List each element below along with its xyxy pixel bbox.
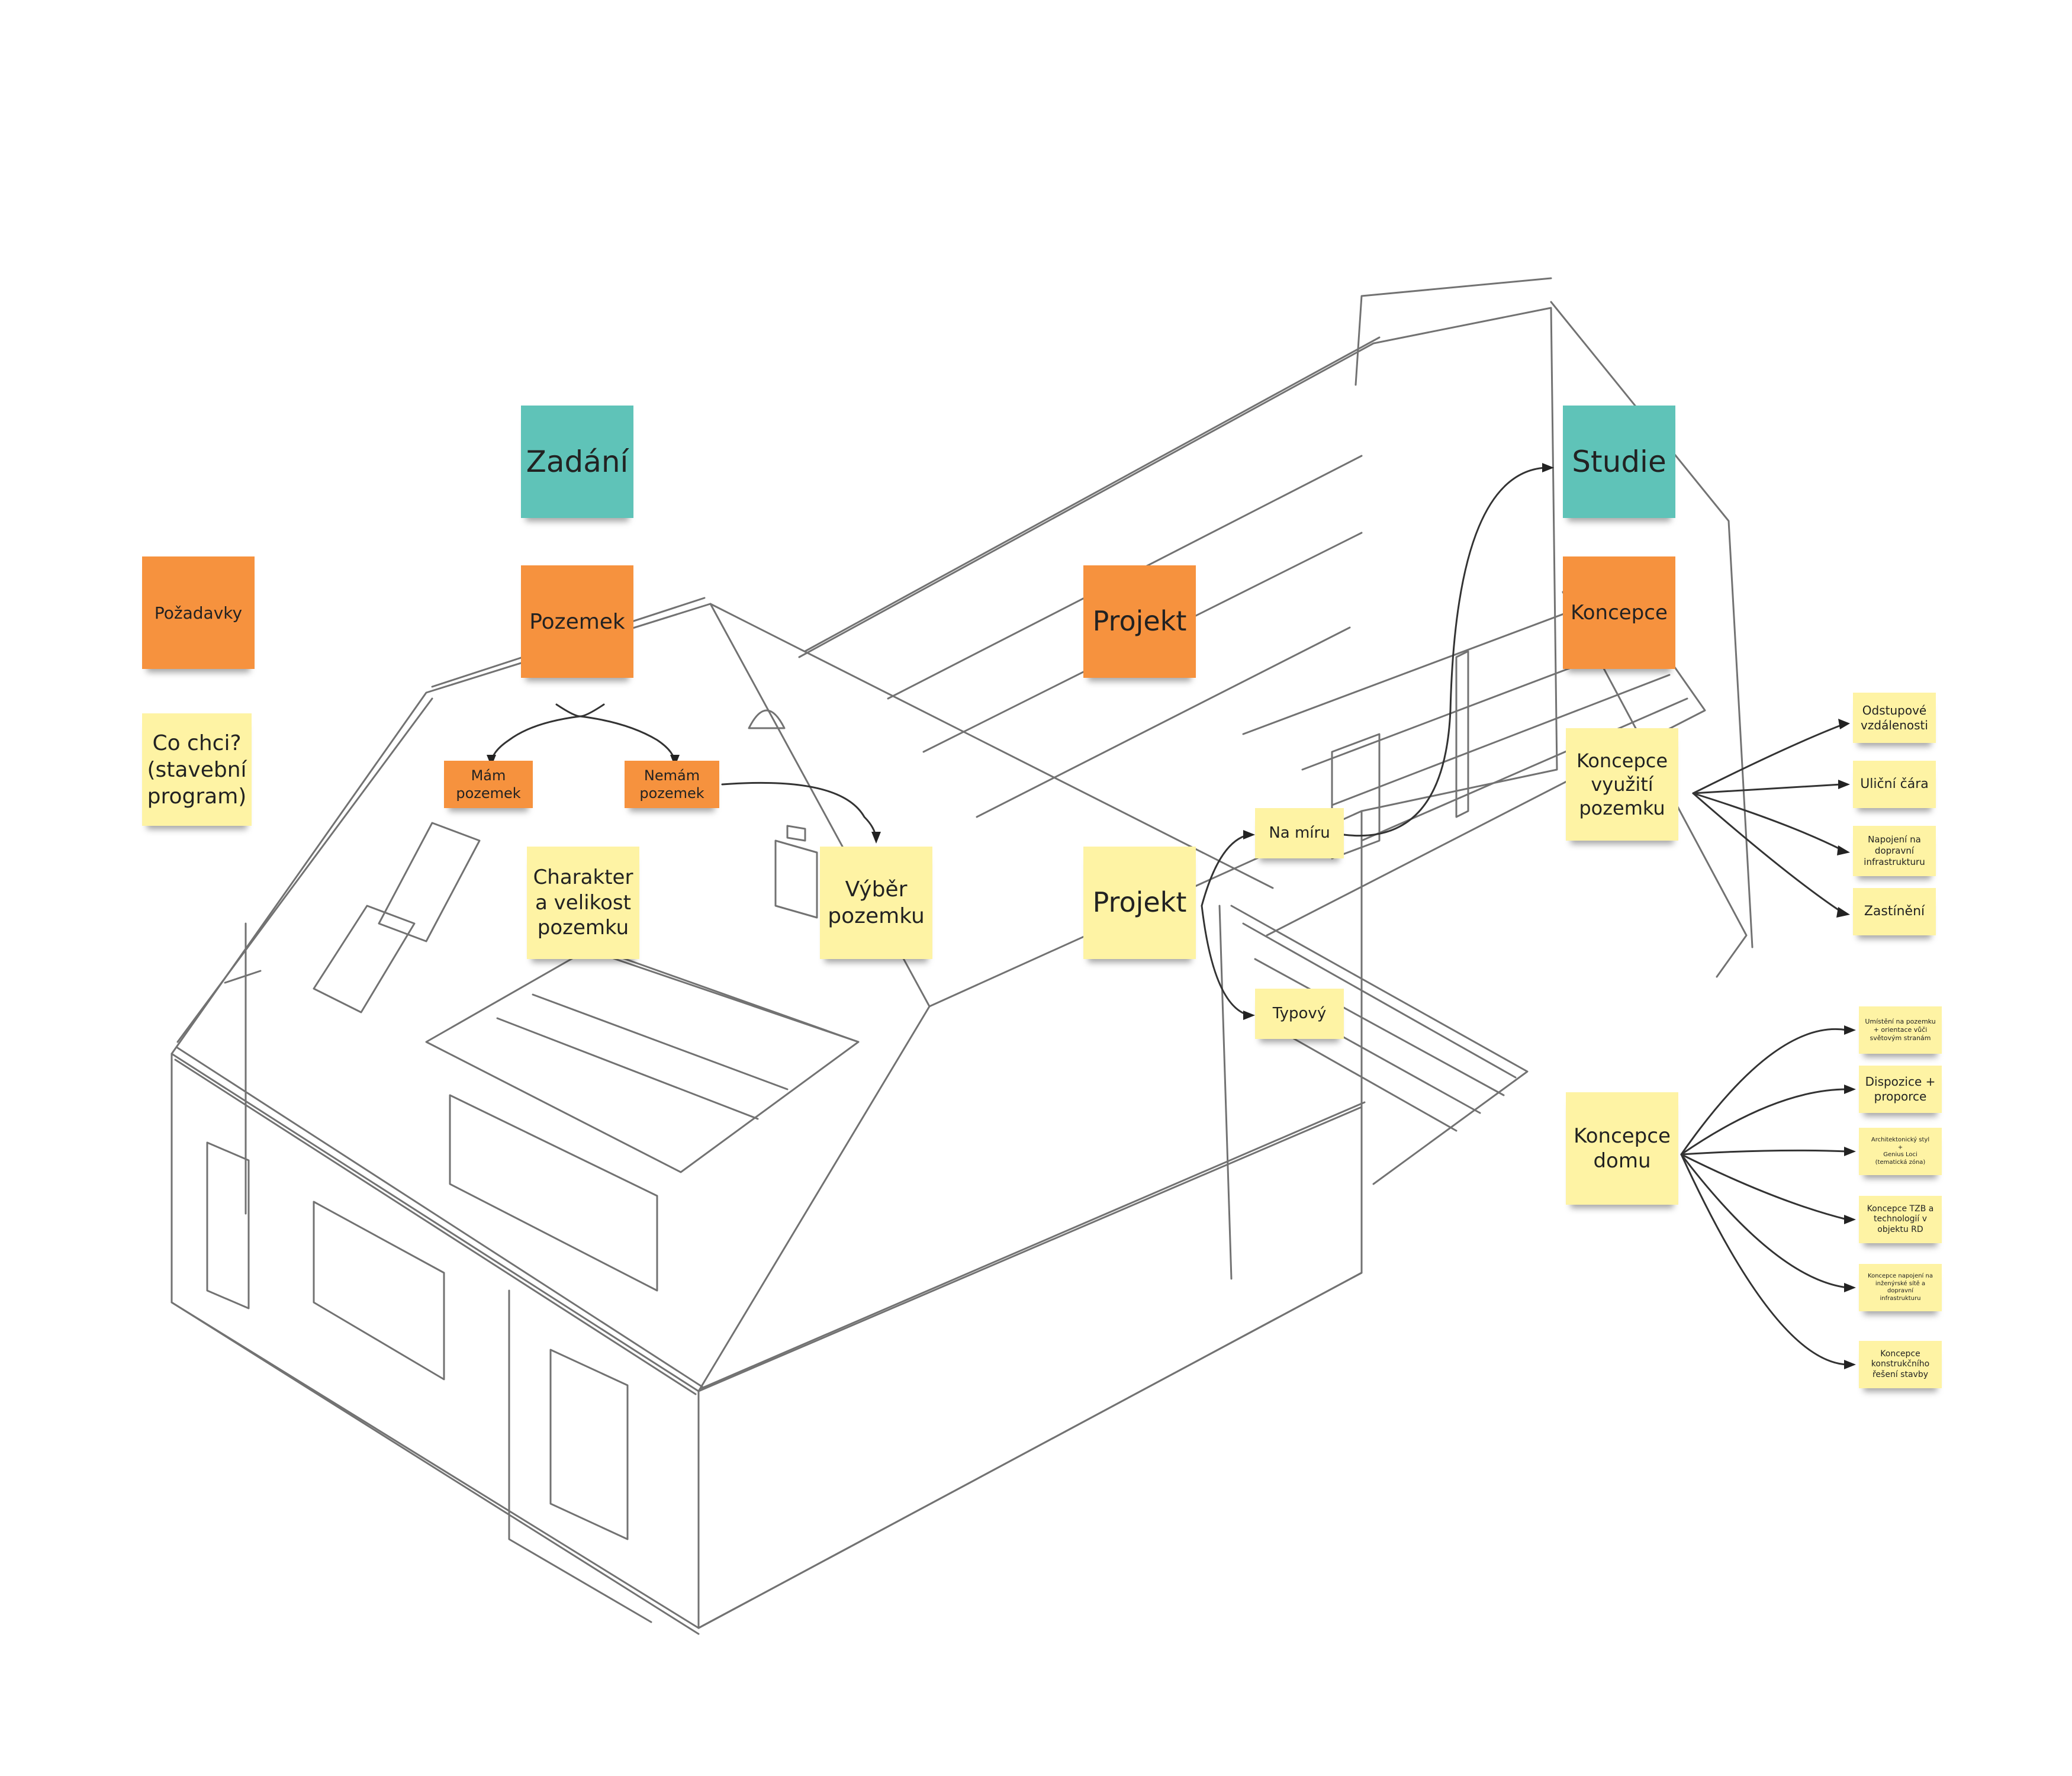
note-ulicni[interactable]: Uliční čára xyxy=(1853,761,1936,808)
note-odstupove[interactable]: Odstupové vzdálenosti xyxy=(1853,693,1936,743)
note-koncepce-vyuziti[interactable]: Koncepce využití pozemku xyxy=(1566,728,1678,841)
note-koncepce-domu[interactable]: Koncepce domu xyxy=(1566,1092,1678,1205)
connector-namiru-studie xyxy=(1343,466,1546,836)
arrowhead xyxy=(1243,830,1255,839)
note-charakter[interactable]: Charakter a velikost pozemku xyxy=(527,847,639,959)
connector-projekt-namiru xyxy=(1201,834,1250,907)
note-na-miru[interactable]: Na míru xyxy=(1255,808,1344,858)
note-zastineni[interactable]: Zastínění xyxy=(1853,888,1936,935)
note-architektonicky[interactable]: Architektonický styl + Genius Loci (tema… xyxy=(1859,1128,1942,1175)
arrowhead xyxy=(1844,1360,1856,1369)
note-mam-pozemek[interactable]: Mám pozemek xyxy=(444,761,533,808)
note-napojeni-site[interactable]: Koncepce napojení na inženýrské sítě a d… xyxy=(1859,1264,1942,1311)
connector-projekt-typovy xyxy=(1201,905,1250,1016)
connector-domu-umisteni xyxy=(1680,1028,1848,1156)
arrowhead xyxy=(1844,1085,1856,1094)
note-umisteni[interactable]: Umístění na pozemku + orientace vůči svě… xyxy=(1859,1006,1942,1054)
connector-vyuziti-napojeni xyxy=(1692,792,1842,851)
note-zadani[interactable]: Zadání xyxy=(521,406,633,518)
connector-domu-tzb xyxy=(1680,1153,1848,1221)
note-pozadavky[interactable]: Požadavky xyxy=(142,556,255,669)
arrowhead xyxy=(1838,780,1850,789)
note-nemam-pozemek[interactable]: Nemám pozemek xyxy=(625,761,719,808)
arrowhead xyxy=(1844,1025,1856,1035)
note-typovy[interactable]: Typový xyxy=(1255,989,1344,1039)
arrowhead xyxy=(871,832,881,844)
note-vyber[interactable]: Výběr pozemku xyxy=(820,847,932,959)
arrowhead xyxy=(1243,1011,1255,1020)
connector-domu-napojeni xyxy=(1680,1153,1848,1289)
note-konstrukce[interactable]: Koncepce konstrukčního řešení stavby xyxy=(1859,1341,1942,1388)
note-co-chci[interactable]: Co chci? (stavební program) xyxy=(142,713,252,826)
note-napojeni-doprava[interactable]: Napojení na dopravní infrastrukturu xyxy=(1853,826,1936,876)
note-pozemek[interactable]: Pozemek xyxy=(521,565,633,678)
note-dispozice[interactable]: Dispozice + proporce xyxy=(1859,1066,1942,1113)
brace-pozemek xyxy=(490,703,676,765)
note-tzb[interactable]: Koncepce TZB a technologií v objektu RD xyxy=(1859,1196,1942,1243)
arrowhead xyxy=(1838,719,1850,729)
arrowhead xyxy=(1542,463,1554,472)
connector-domu-dispozice xyxy=(1680,1088,1848,1156)
arrowhead xyxy=(1836,907,1850,918)
arrowhead xyxy=(1844,1215,1856,1224)
connector-vyuziti-zastineni xyxy=(1692,792,1842,913)
note-projekt-yellow[interactable]: Projekt xyxy=(1083,847,1196,959)
note-projekt-orange[interactable]: Projekt xyxy=(1083,565,1196,678)
arrowhead xyxy=(1844,1283,1856,1292)
connector-domu-konstrukce xyxy=(1680,1153,1848,1366)
connector-nemam-vyber xyxy=(721,781,877,842)
note-studie[interactable]: Studie xyxy=(1563,406,1675,518)
arrowhead xyxy=(1844,1147,1856,1156)
note-koncepce[interactable]: Koncepce xyxy=(1563,556,1675,669)
connector-domu-architektonicky xyxy=(1680,1149,1848,1156)
connector-vyuziti-ulicni xyxy=(1692,783,1842,794)
connector-vyuziti-odstupove xyxy=(1692,724,1842,794)
arrowhead xyxy=(1837,845,1850,855)
